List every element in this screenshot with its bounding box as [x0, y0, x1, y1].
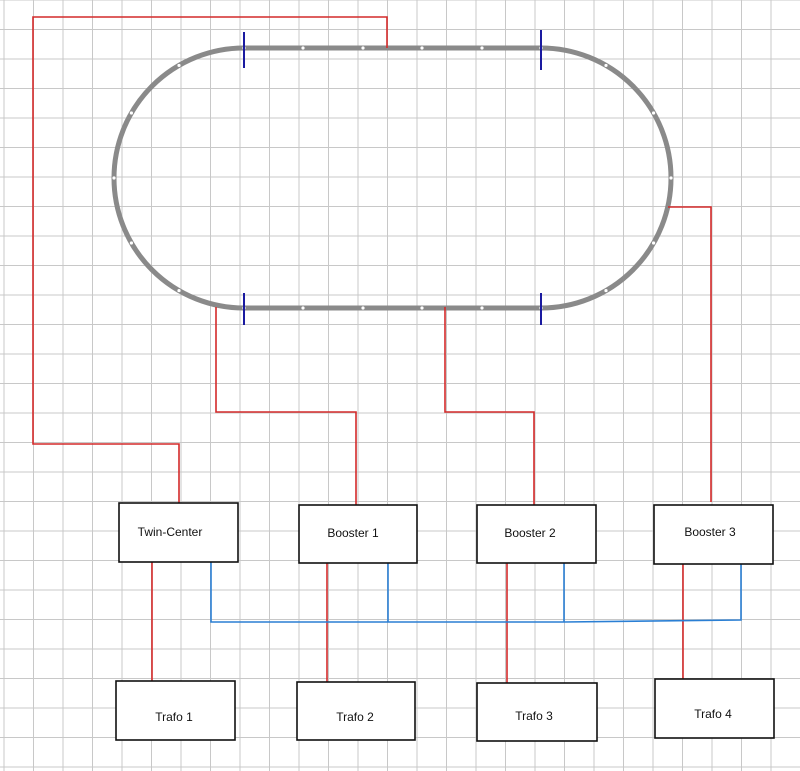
track-joint	[604, 63, 608, 68]
track-joint	[420, 46, 424, 50]
wire-booster1-track	[215, 307, 357, 505]
track-joint	[604, 288, 608, 293]
booster2-box[interactable]: Booster 2	[476, 504, 597, 564]
track-joint	[129, 241, 134, 245]
track-joint	[480, 46, 484, 50]
booster3-box[interactable]: Booster 3	[653, 504, 774, 565]
booster2-label: Booster 2	[504, 526, 556, 540]
track-joint	[301, 46, 305, 50]
track-joint	[361, 306, 365, 310]
trafo1-box[interactable]: Trafo 1	[115, 680, 236, 741]
track-joint	[420, 306, 424, 310]
track-joints	[112, 46, 673, 310]
track-joint	[112, 176, 116, 180]
trafo3-label: Trafo 3	[515, 709, 553, 723]
twin-center-box[interactable]: Twin-Center	[118, 502, 239, 563]
track-joint	[361, 46, 365, 50]
booster3-label: Booster 3	[684, 525, 736, 539]
isolators	[243, 30, 542, 325]
trafo4-label: Trafo 4	[694, 707, 732, 721]
track-joint	[651, 241, 656, 245]
track-joint	[177, 63, 181, 68]
wire-booster3-track	[668, 206, 712, 502]
track-joint	[301, 306, 305, 310]
trafo2-label: Trafo 2	[336, 710, 374, 724]
trafo1-label: Trafo 1	[155, 710, 193, 724]
track-joint	[669, 176, 673, 180]
twin-center-label: Twin-Center	[138, 525, 203, 539]
track-joint	[480, 306, 484, 310]
track-joint	[177, 288, 181, 293]
trafo4-box[interactable]: Trafo 4	[654, 678, 775, 739]
track-joint	[651, 111, 656, 115]
wire-twin-center-track	[32, 16, 388, 503]
trafo2-box[interactable]: Trafo 2	[296, 681, 416, 741]
wire-booster2-track	[444, 307, 535, 505]
booster1-box[interactable]: Booster 1	[298, 504, 418, 564]
track-joint	[129, 111, 134, 115]
power-wires	[32, 16, 712, 683]
trafo3-box[interactable]: Trafo 3	[476, 682, 598, 742]
booster-bus	[210, 562, 742, 623]
track-oval	[111, 45, 674, 311]
booster1-label: Booster 1	[327, 526, 379, 540]
